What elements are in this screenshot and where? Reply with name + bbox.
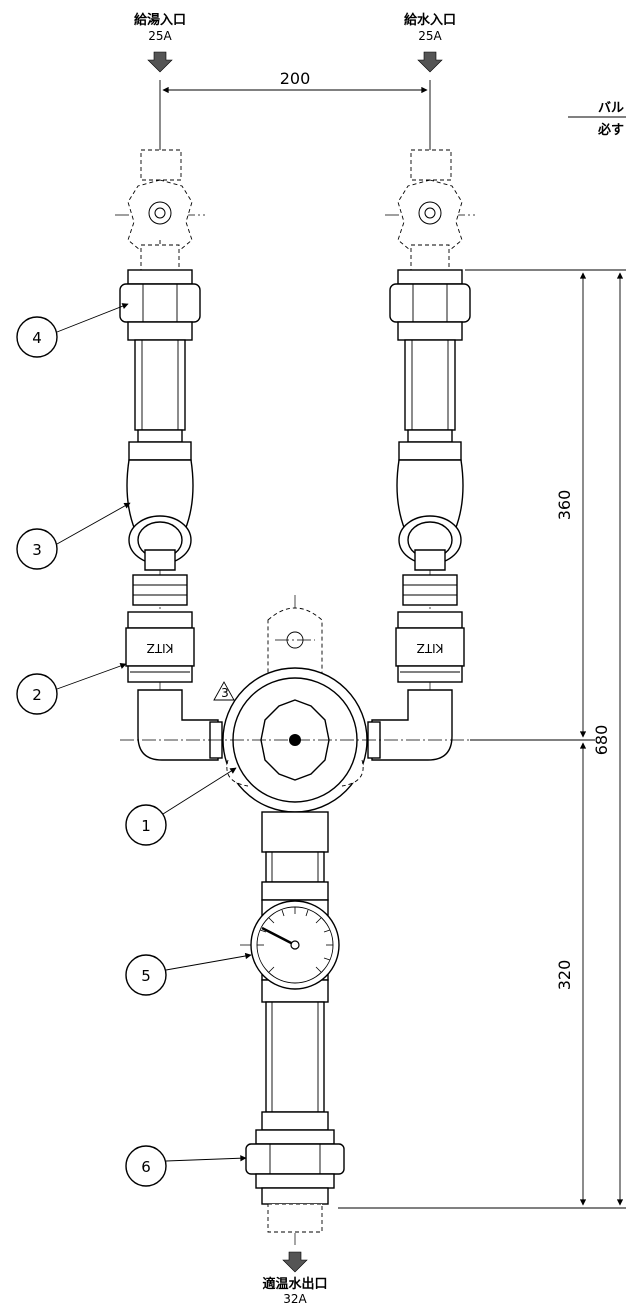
- cold-inlet-size: 25A: [418, 29, 442, 43]
- width-dimension: 200: [280, 69, 311, 88]
- total-dimension: 680: [592, 725, 611, 756]
- svg-text:6: 6: [141, 1158, 151, 1176]
- mixing-valve: [120, 607, 470, 853]
- svg-text:4: 4: [32, 329, 42, 347]
- svg-text:2: 2: [32, 686, 42, 704]
- cold-inlet-arrow-icon: [417, 51, 443, 73]
- outlet-label: 適温水出口: [262, 1276, 327, 1292]
- hot-strainer-brand: KITZ: [147, 641, 174, 655]
- outlet-size: 32A: [283, 1292, 307, 1306]
- upper-dimension: 360: [555, 490, 574, 521]
- cold-side-assembly: KITZ: [367, 269, 471, 761]
- note-line-1: バル: [598, 101, 624, 116]
- hot-gate-valve: [127, 149, 193, 271]
- cold-inlet-label: 給水入口: [404, 12, 456, 28]
- callout-2: 2: [16, 662, 127, 715]
- hot-inlet-arrow-icon: [147, 51, 173, 73]
- svg-text:1: 1: [141, 817, 151, 835]
- cold-gate-valve: [397, 149, 463, 271]
- revision-mark: 3: [221, 686, 229, 700]
- lower-dimension: 320: [555, 960, 574, 991]
- svg-text:5: 5: [141, 967, 151, 985]
- revision-triangle-icon: [213, 681, 235, 701]
- outlet-arrow-icon: [282, 1251, 308, 1273]
- hot-inlet-size: 25A: [148, 29, 172, 43]
- callout-4: 4: [16, 303, 129, 358]
- callout-6: 6: [125, 1145, 247, 1187]
- note-line-2: 必す: [597, 122, 624, 138]
- callout-5: 5: [125, 952, 252, 996]
- callout-3: 3: [16, 502, 131, 570]
- callout-1: 1: [125, 767, 237, 846]
- hot-inlet-label: 給湯入口: [134, 12, 186, 28]
- temperature-gauge: [250, 900, 340, 990]
- cold-strainer-brand: KITZ: [417, 641, 444, 655]
- hot-side-assembly: KITZ: [119, 269, 223, 761]
- svg-text:3: 3: [32, 541, 42, 559]
